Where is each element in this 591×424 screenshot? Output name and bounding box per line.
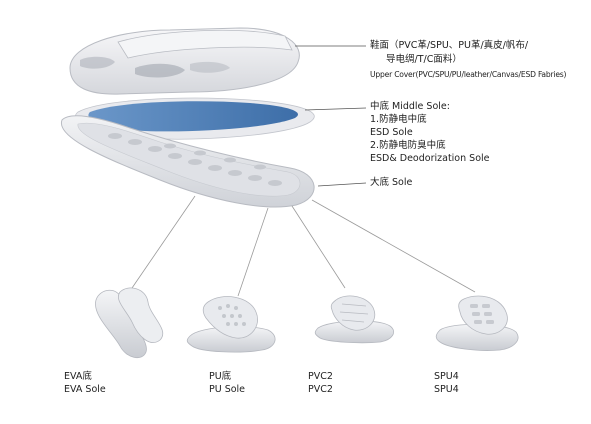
middle-sole-label-esd-en: ESD Sole <box>370 127 413 138</box>
pvc2-sole-image <box>314 295 394 344</box>
spu4-sole-caption-en: SPU4 <box>434 383 459 395</box>
callout-lines <box>295 45 367 187</box>
spu4-sole-caption-cn: SPU4 <box>434 371 459 382</box>
sole-sample-lines <box>131 195 476 297</box>
eva-sole-caption-cn: EVA底 <box>64 371 92 382</box>
middle-sole-label-esd-cn: 1.防静电中底 <box>370 114 427 125</box>
pvc2-sole-caption-cn: PVC2 <box>308 371 333 382</box>
middle-sole-label-deo-cn: 2.防静电防臭中底 <box>370 140 446 151</box>
pu-sole-caption: PU底 PU Sole <box>209 371 245 396</box>
outsole-label: 大底 Sole <box>370 177 413 188</box>
middle-sole <box>75 97 315 140</box>
outsole <box>61 115 315 208</box>
pu-sole-caption-en: PU Sole <box>209 383 246 395</box>
spu4-sole-image <box>435 295 519 351</box>
pu-sole-caption-cn: PU底 <box>209 371 232 382</box>
spu4-sole-caption: SPU4 SPU4 <box>434 371 459 396</box>
upper-cover <box>69 27 300 95</box>
pvc2-sole-caption-en: PVC2 <box>308 383 333 395</box>
middle-sole-label-deo-en: ESD& Deodorization Sole <box>370 153 490 164</box>
upper-cover-label-en: Upper Cover(PVC/SPU/PU/leather/Canvas/ES… <box>370 70 567 79</box>
eva-sole-caption: EVA底 EVA Sole <box>64 371 106 396</box>
eva-sole-caption-en: EVA Sole <box>64 383 106 395</box>
middle-sole-label-title: 中底 Middle Sole: <box>370 101 450 112</box>
pvc2-sole-caption: PVC2 PVC2 <box>308 371 333 396</box>
pu-sole-image <box>186 296 276 353</box>
upper-cover-label-cn: 鞋面（PVC革/SPU、PU革/真皮/帆布/ <box>370 40 529 51</box>
eva-sole-image <box>95 287 164 359</box>
upper-cover-label-cn-2: 导电绸/T/C面料） <box>386 54 462 65</box>
